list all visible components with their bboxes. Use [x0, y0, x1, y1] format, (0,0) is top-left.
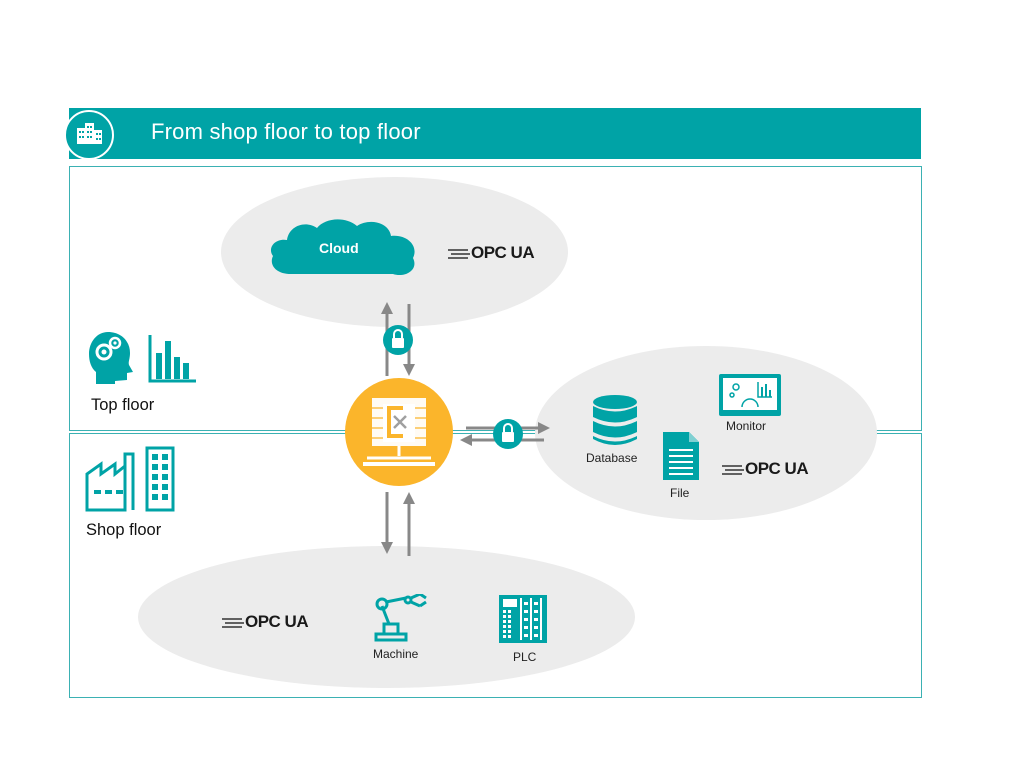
plc-icon [498, 594, 548, 649]
top-floor-label: Top floor [91, 396, 155, 414]
monitor-icon [718, 373, 782, 424]
file-label: File [670, 486, 690, 500]
factory-icon [85, 446, 177, 517]
page-title: From shop floor to top floor [151, 119, 421, 144]
opcua-text-top: OPC UA [471, 243, 535, 262]
gateway-hub [345, 378, 453, 486]
opcua-text-right: OPC UA [745, 459, 809, 478]
cloud-hub-arrows [381, 302, 415, 376]
file-icon [661, 430, 701, 487]
robot-arm-icon [372, 592, 428, 647]
head-gears-icon [88, 330, 134, 389]
cloud-label: Cloud [319, 240, 359, 256]
database-icon [592, 395, 638, 452]
shop-floor-label: Shop floor [86, 521, 162, 539]
hub-storage-arrows [460, 419, 550, 449]
monitor-label: Monitor [726, 419, 767, 433]
opcua-logo-bottom: OPC UA [222, 612, 309, 632]
header-banner [69, 108, 921, 159]
opcua-logo-right: OPC UA [722, 459, 809, 479]
cloud-icon [267, 216, 421, 285]
database-label: Database [586, 451, 638, 465]
storage-zone [535, 346, 877, 520]
plc-label: PLC [513, 650, 537, 664]
hub-device-arrows [381, 492, 415, 556]
opcua-text-bottom: OPC UA [245, 612, 309, 631]
opcua-logo-top: OPC UA [448, 243, 535, 263]
bar-chart-icon [148, 333, 198, 388]
machine-label: Machine [373, 647, 419, 661]
buildings-icon [64, 110, 114, 160]
